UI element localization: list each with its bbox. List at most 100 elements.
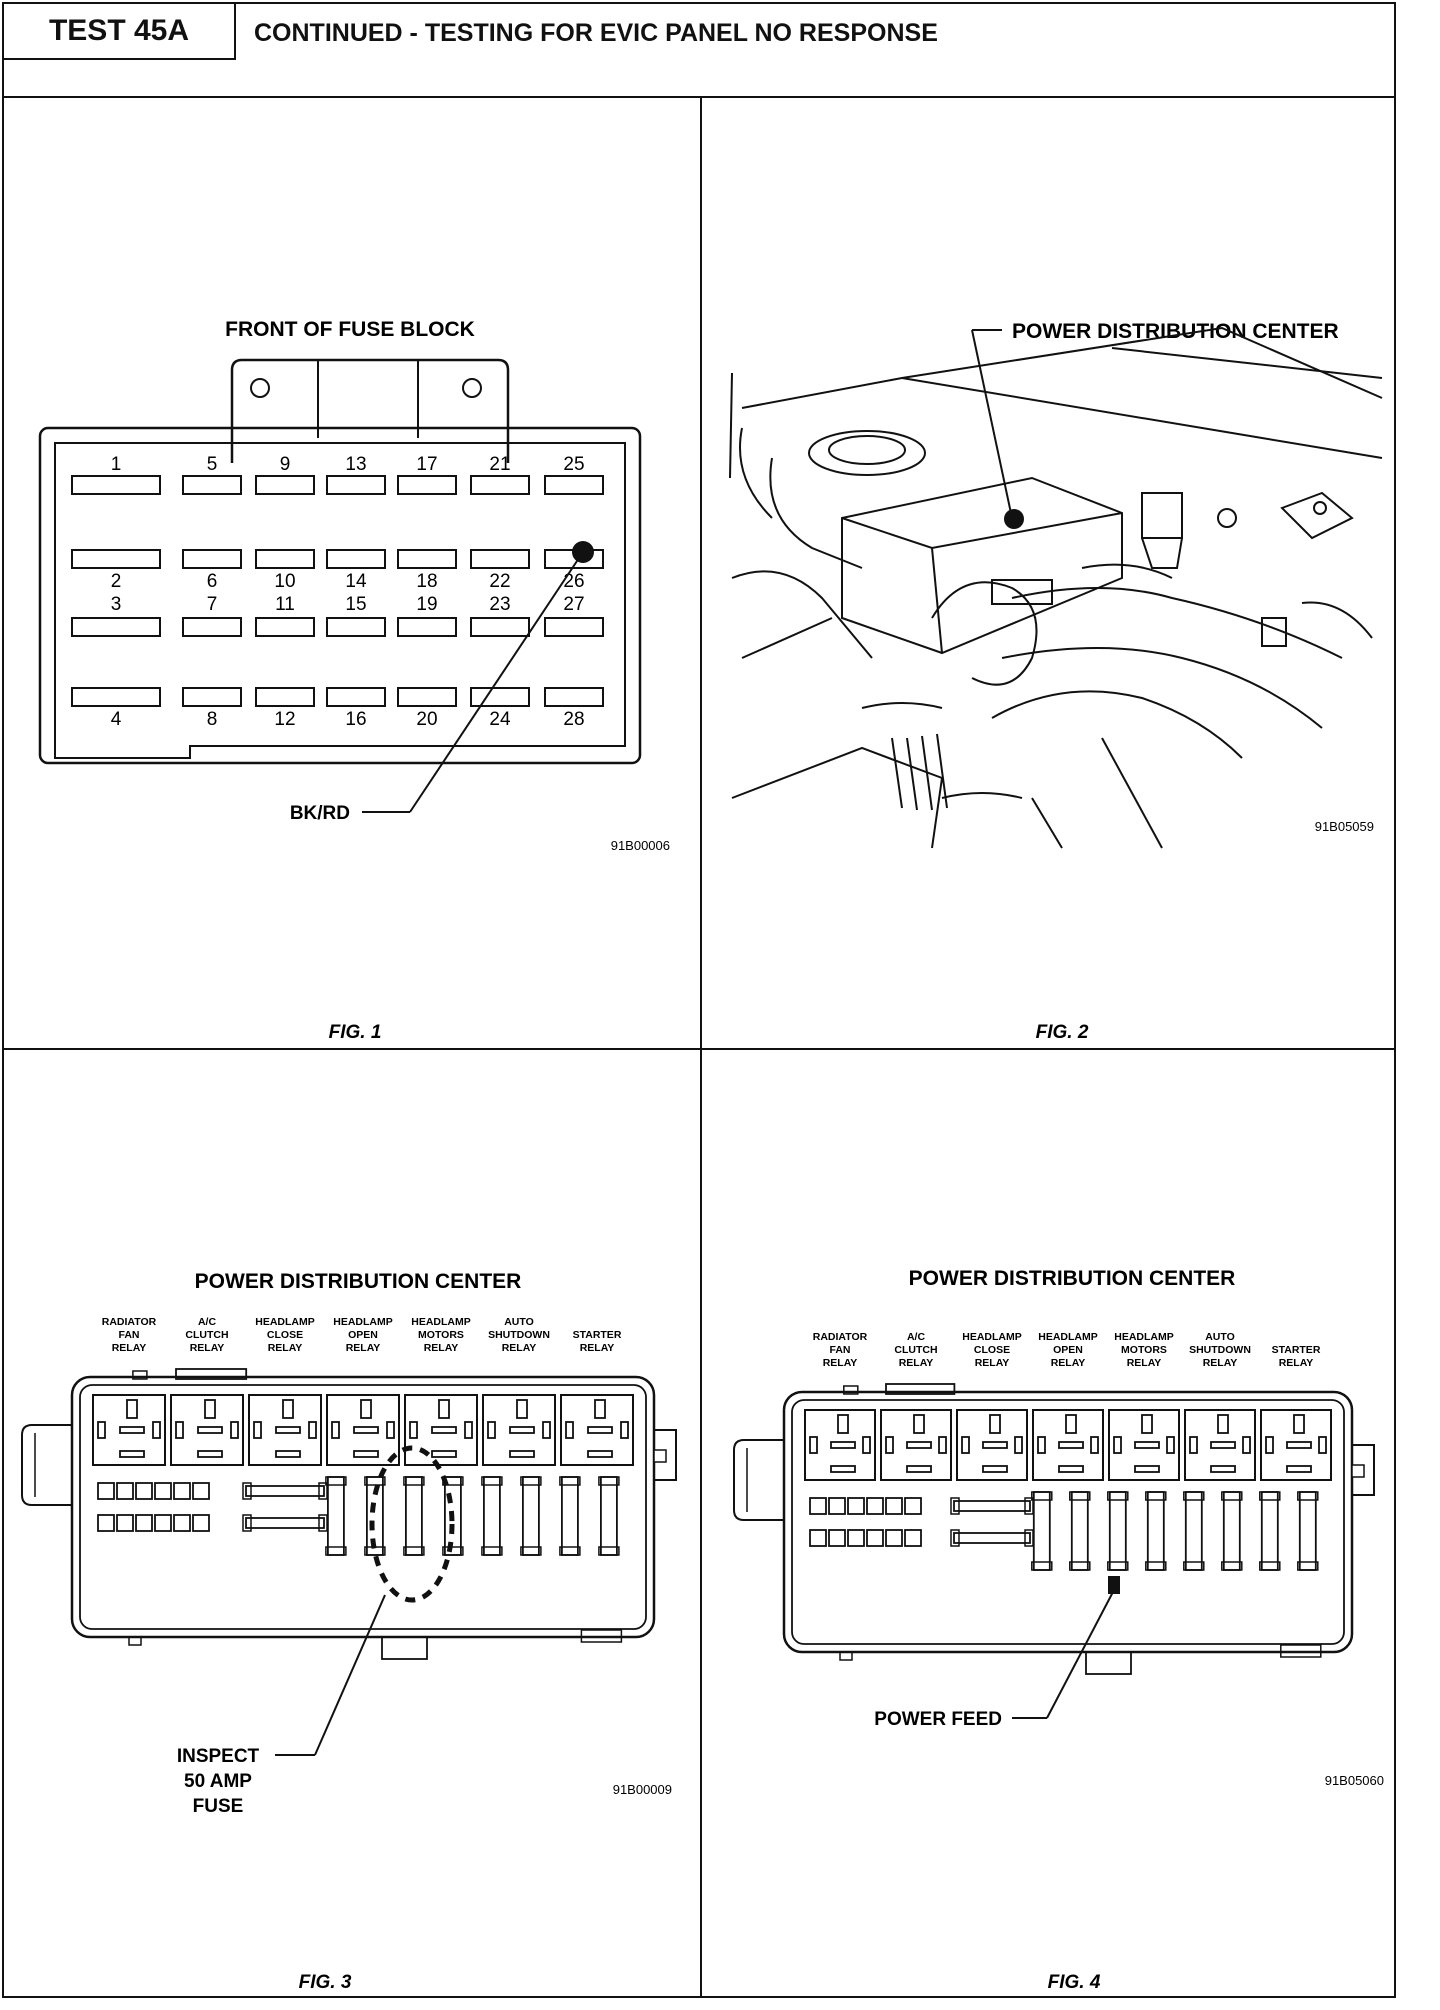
fuse-slot xyxy=(470,549,530,569)
relay-socket xyxy=(1260,1409,1332,1481)
relay-label: OPEN xyxy=(1053,1344,1083,1356)
fuse-slot xyxy=(182,549,242,569)
relay-label: RELAY xyxy=(112,1342,147,1354)
relay-label: CLUTCH xyxy=(894,1344,937,1356)
fuse-number: 12 xyxy=(274,709,295,730)
relay-label: CLOSE xyxy=(267,1329,303,1341)
cartridge-fuse xyxy=(1108,1491,1127,1571)
fig3-relay-labels: RADIATORFANRELAYA/CCLUTCHRELAYHEADLAMPCL… xyxy=(102,1316,622,1354)
fuse-number: 19 xyxy=(416,594,437,615)
cartridge-fuse xyxy=(600,1476,618,1556)
relay-socket xyxy=(1184,1409,1256,1481)
relay-socket xyxy=(170,1394,244,1466)
fuse-number: 16 xyxy=(345,709,366,730)
fuse-number: 8 xyxy=(207,709,218,730)
fig3-pdc-box xyxy=(21,1368,677,1660)
cartridge-fuse xyxy=(522,1476,540,1556)
relay-label: CLUTCH xyxy=(185,1329,228,1341)
relay-label: STARTER xyxy=(1272,1344,1321,1356)
fuse-slot xyxy=(326,549,386,569)
cartridge-fuse xyxy=(1070,1491,1089,1571)
relay-label: RELAY xyxy=(1051,1357,1086,1369)
fuse-slot xyxy=(255,617,315,637)
fuse-slot xyxy=(470,475,530,495)
fuse-number: 26 xyxy=(563,571,584,592)
fig3-callout-line3: FUSE xyxy=(193,1796,244,1817)
cartridge-fuse xyxy=(404,1476,423,1556)
relay-label: RADIATOR xyxy=(102,1316,157,1328)
cartridge-fuse xyxy=(1184,1491,1203,1571)
fig4-code: 91B05060 xyxy=(1325,1773,1384,1788)
fig4-relay-labels: RADIATORFANRELAYA/CCLUTCHRELAYHEADLAMPCL… xyxy=(813,1331,1321,1369)
relay-socket xyxy=(482,1394,556,1466)
header-bar: TEST 45A CONTINUED - TESTING FOR EVIC PA… xyxy=(2,2,1396,98)
relay-socket xyxy=(1032,1409,1104,1481)
fig2-code: 91B05059 xyxy=(1315,819,1374,834)
fig4-title: POWER DISTRIBUTION CENTER xyxy=(909,1267,1236,1290)
fuse-number: 23 xyxy=(489,594,510,615)
fuse-slot xyxy=(397,617,457,637)
fig1-callout: BK/RD xyxy=(290,803,350,824)
relay-label: A/C xyxy=(198,1316,217,1328)
fuse-number: 18 xyxy=(416,571,437,592)
fuse-number: 6 xyxy=(207,571,218,592)
relay-label: RELAY xyxy=(424,1342,459,1354)
relay-socket xyxy=(560,1394,634,1466)
relay-label: HEADLAMP xyxy=(1038,1331,1098,1343)
cartridge-fuse xyxy=(1222,1491,1241,1571)
fuse-slot xyxy=(182,687,242,707)
fuse-slot xyxy=(182,475,242,495)
fuse-number: 17 xyxy=(416,454,437,475)
fuse-slot xyxy=(326,475,386,495)
fig1-title: FRONT OF FUSE BLOCK xyxy=(225,318,475,341)
fuse-slot xyxy=(255,549,315,569)
fuse-number: 27 xyxy=(563,594,584,615)
fuse-number: 2 xyxy=(111,571,122,592)
relay-label: RELAY xyxy=(580,1342,615,1354)
fuse-number: 13 xyxy=(345,454,366,475)
fig4-caption: FIG. 4 xyxy=(1048,1972,1101,1993)
relay-label: A/C xyxy=(907,1331,926,1343)
relay-socket xyxy=(880,1409,952,1481)
relay-label: RELAY xyxy=(823,1357,858,1369)
fuse-number: 24 xyxy=(489,709,511,730)
fuse-slot xyxy=(182,617,242,637)
cartridge-fuse xyxy=(1032,1491,1051,1571)
fuse-number: 4 xyxy=(111,709,122,730)
fuse-slot xyxy=(255,687,315,707)
relay-label: HEADLAMP xyxy=(333,1316,393,1328)
fuse-number: 28 xyxy=(563,709,584,730)
fuse-slot xyxy=(71,549,161,569)
fuse-number: 25 xyxy=(563,454,584,475)
relay-socket xyxy=(1108,1409,1180,1481)
power-feed-point xyxy=(1108,1576,1120,1594)
fig2-callout: POWER DISTRIBUTION CENTER xyxy=(1012,320,1339,343)
fig1-caption: FIG. 1 xyxy=(329,1022,382,1043)
fuse-number: 11 xyxy=(275,594,295,615)
test-id: TEST 45A xyxy=(4,4,236,60)
relay-label: RELAY xyxy=(346,1342,381,1354)
fuse-slot xyxy=(544,617,604,637)
fig3-callout-line1: INSPECT xyxy=(177,1746,260,1767)
fuse-number: 1 xyxy=(111,454,122,475)
relay-label: AUTO xyxy=(1205,1331,1235,1343)
relay-label: HEADLAMP xyxy=(411,1316,471,1328)
fuse-slot xyxy=(397,687,457,707)
fuse-number: 3 xyxy=(111,594,122,615)
fuse-slot xyxy=(397,549,457,569)
cartridge-fuse xyxy=(1146,1491,1165,1571)
fig2-caption: FIG. 2 xyxy=(1036,1022,1089,1043)
relay-label: MOTORS xyxy=(1121,1344,1167,1356)
relay-label: OPEN xyxy=(348,1329,378,1341)
relay-label: FAN xyxy=(830,1344,851,1356)
relay-socket xyxy=(248,1394,322,1466)
relay-label: RELAY xyxy=(268,1342,303,1354)
relay-label: SHUTDOWN xyxy=(1189,1344,1251,1356)
fuse-number: 15 xyxy=(345,594,366,615)
relay-label: RELAY xyxy=(899,1357,934,1369)
relay-label: RELAY xyxy=(1203,1357,1238,1369)
cartridge-fuse xyxy=(1298,1491,1317,1571)
page-title: CONTINUED - TESTING FOR EVIC PANEL NO RE… xyxy=(254,19,938,47)
